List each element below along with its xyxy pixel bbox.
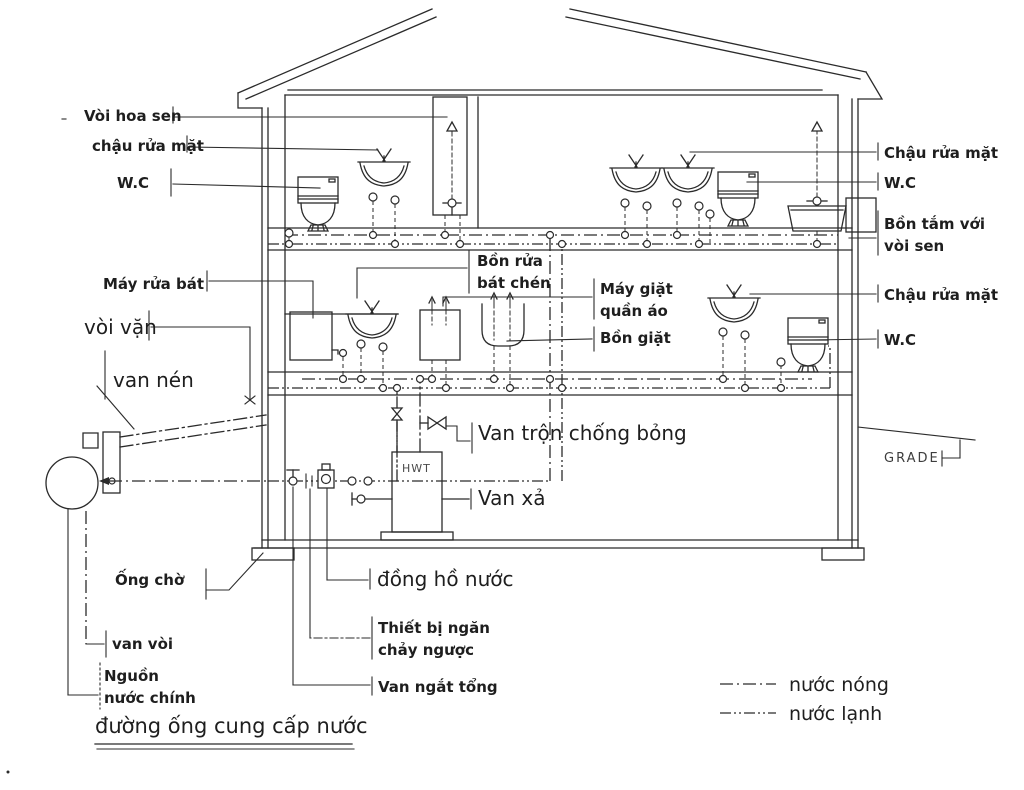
label-wc-top-right: W.C: [884, 174, 916, 192]
washing-machine: [419, 295, 461, 361]
label-twist-tap: vòi vặn: [84, 315, 157, 339]
legend: nước nóng nước lạnh: [720, 674, 889, 725]
legend-hot-label: nước nóng: [789, 674, 889, 696]
cold-feed-valve: [390, 387, 404, 482]
label-pressure-valve: van nén: [113, 368, 194, 392]
label-wc-top-left: W.C: [117, 174, 149, 192]
label-washbasin-top-left: chậu rửa mặt: [92, 137, 204, 155]
toilet-upper-left: [297, 176, 339, 232]
label-grade: GRADE: [884, 451, 940, 466]
roof: [237, 8, 884, 109]
backflow-preventer: [305, 473, 313, 489]
label-backflow-1: Thiết bị ngăn: [378, 618, 490, 637]
diagram-title: đường ống cung cấp nước: [95, 714, 368, 738]
label-wc-mid-right: W.C: [884, 331, 916, 349]
label-shower-head: Vòi hoa sen: [84, 107, 182, 125]
toilet-upper-right: [717, 171, 759, 227]
toilet-mid-right: [787, 317, 829, 373]
label-dishwasher: Máy rửa bát: [103, 275, 204, 293]
label-drain-valve: Van xả: [478, 486, 546, 510]
label-kitchen-sink-2: bát chén: [477, 274, 551, 292]
label-backflow-2: chảy ngược: [378, 641, 474, 659]
main-shutoff-valve: [286, 469, 300, 486]
water-heater-tank: HWT: [380, 451, 454, 541]
shower-stall: [432, 96, 468, 216]
fixture-risers: [288, 201, 818, 388]
pipe-union: [363, 476, 373, 486]
diagram-title-block: đường ống cung cấp nước: [94, 714, 368, 750]
label-washbasin-top-right: Chậu rửa mặt: [884, 144, 998, 162]
label-water-meter: đồng hồ nước: [377, 567, 514, 591]
anti-scald-mixing-valve: [419, 378, 447, 453]
label-washing-machine-2: quần áo: [600, 302, 668, 320]
bathtub: [787, 120, 877, 233]
outer-walls: [261, 94, 859, 549]
label-bathtub-2: vòi sen: [884, 237, 944, 255]
floor-slabs: [251, 227, 865, 561]
dishwasher: [289, 311, 339, 361]
label-main-source-2: nước chính: [104, 689, 196, 707]
label-laundry-tub: Bồn giặt: [600, 328, 671, 347]
pipe-junctions: [284, 192, 822, 393]
grade-line: [857, 426, 976, 467]
label-kitchen-sink-1: Bồn rửa: [477, 251, 543, 270]
pipe-union: [347, 476, 357, 486]
water-meter: [317, 463, 335, 489]
label-faucet-valve: van vòi: [112, 635, 173, 653]
leader-lines: [6, 106, 879, 774]
tank-label: HWT: [402, 462, 431, 475]
well-source: [45, 456, 109, 696]
washbasin-mid-right: [707, 284, 761, 323]
cold-water-pipes: [268, 243, 838, 481]
laundry-tub: [481, 291, 525, 347]
label-washbasin-mid-right: Chậu rửa mặt: [884, 286, 998, 304]
legend-cold-label: nước lạnh: [789, 703, 882, 725]
label-main-shutoff: Van ngắt tổng: [378, 677, 498, 696]
washbasin-upper-left: [357, 148, 411, 187]
washbasin-upper-right-2: [661, 154, 715, 193]
drain-valve: [351, 492, 470, 506]
label-washing-machine-1: Máy giặt: [600, 280, 673, 298]
kitchen-sink: [345, 300, 399, 339]
label-bathtub-1: Bồn tắm với: [884, 214, 985, 233]
label-stub-pipe: Ống chờ: [115, 568, 185, 589]
sillcock-mark: [244, 395, 256, 405]
label-main-source-1: Nguồn: [104, 666, 159, 685]
washbasin-upper-right-1: [609, 154, 663, 193]
label-mixing-valve: Van trộn chống bỏng: [478, 421, 687, 445]
